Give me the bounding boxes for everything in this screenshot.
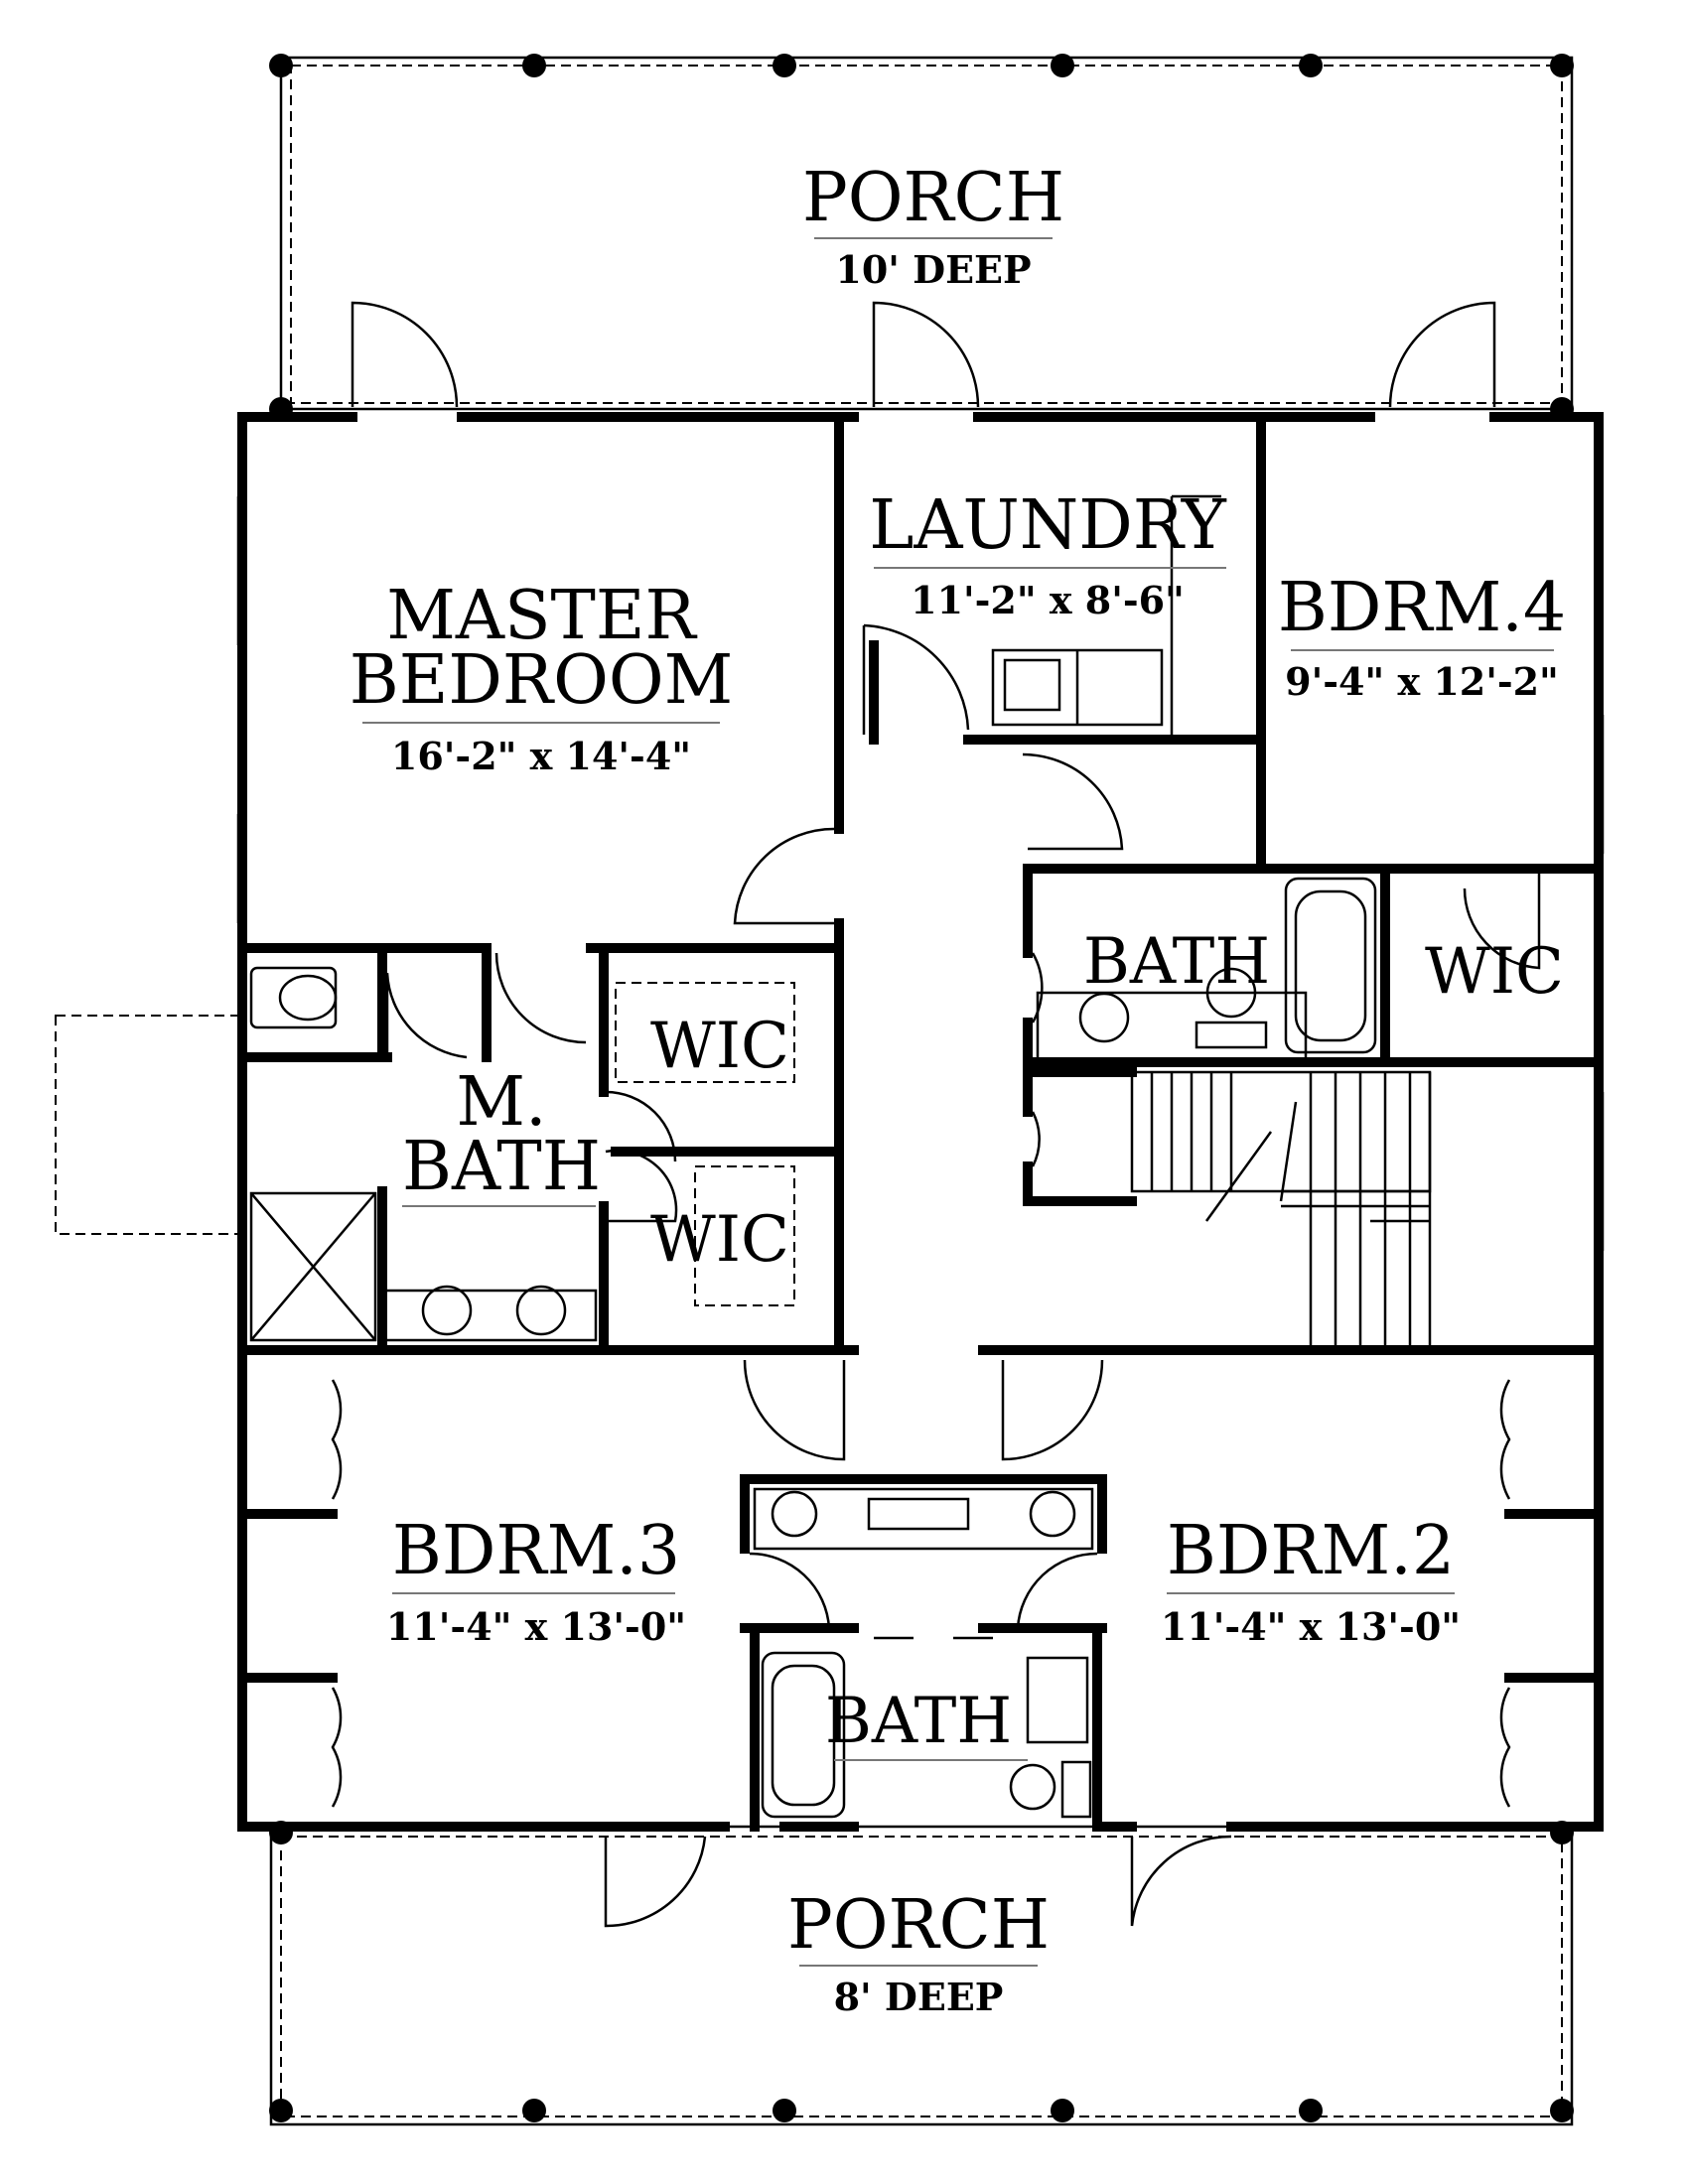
front-porch-label: PORCH — [787, 1886, 1050, 1965]
bdrm2-label: BDRM.2 — [1167, 1512, 1455, 1590]
upper-bath-label: BATH — [1083, 925, 1270, 999]
exterior-walls — [236, 412, 1605, 1832]
bdrm3-label: BDRM.3 — [392, 1512, 680, 1590]
front-porch — [269, 1821, 1574, 2126]
bdrm4-wic-label: WIC — [1425, 935, 1564, 1009]
bdrm3-size: 11'-4" x 13'-0" — [386, 1604, 686, 1649]
lower-bath-label: BATH — [825, 1685, 1012, 1758]
door-swings — [331, 301, 1541, 1928]
laundry-size: 11'-2" x 8'-6" — [911, 578, 1185, 622]
lower-wic-label: WIC — [650, 1203, 789, 1277]
bdrm2-size: 11'-4" x 13'-0" — [1161, 1604, 1461, 1649]
m-bath-label-line2: BATH — [402, 1128, 601, 1206]
m-bath-label-line1: M. — [456, 1063, 546, 1142]
laundry-label: LAUNDRY — [869, 486, 1227, 565]
master-bedroom-label-line1: MASTER — [386, 577, 697, 655]
front-porch-size: 8' DEEP — [834, 1975, 1004, 2019]
rear-porch-label: PORCH — [802, 159, 1064, 237]
master-bedroom-label-line2: BEDROOM — [350, 641, 733, 720]
master-bedroom-size: 16'-2" x 14'-4" — [391, 734, 691, 778]
fixtures — [249, 494, 1432, 1819]
upper-wic-label: WIC — [650, 1010, 789, 1083]
rear-porch-size: 10' DEEP — [835, 247, 1031, 292]
stairs — [1130, 1070, 1432, 1350]
bdrm4-size: 9'-4" x 12'-2" — [1285, 659, 1559, 704]
side-projection — [55, 1015, 240, 1235]
bdrm4-label: BDRM.4 — [1278, 569, 1566, 647]
